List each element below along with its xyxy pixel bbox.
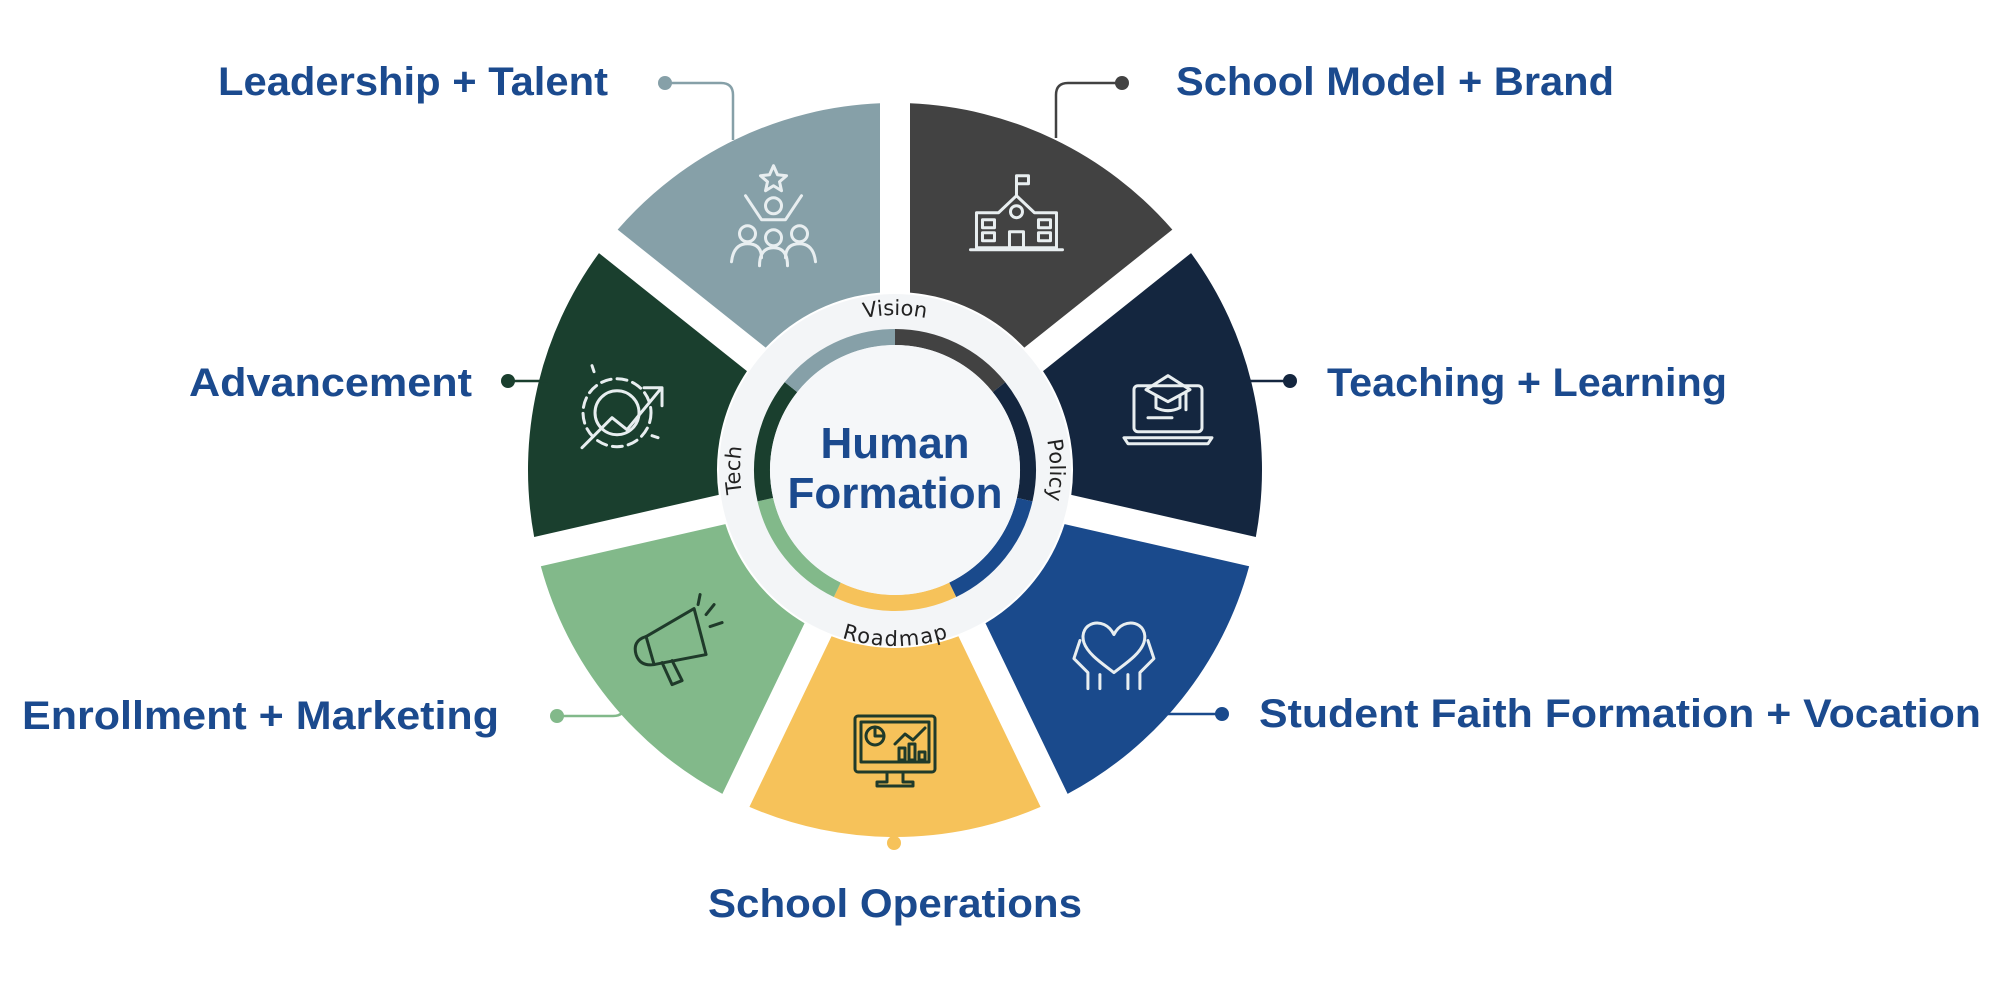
megaphone-icon <box>633 593 724 687</box>
connector-dot-student-faith-formation-vocation <box>1215 707 1229 721</box>
segment-enrollment-marketing <box>540 524 805 794</box>
ring-label-policy: Policy <box>1042 437 1069 503</box>
center-title-line1: Human <box>820 419 969 468</box>
label-advancement: Advancement <box>189 361 472 405</box>
color-ring <box>754 329 1036 611</box>
connector-line-student-faith-formation-vocation <box>1154 676 1222 716</box>
connector-dot-school-operations <box>887 836 901 850</box>
connector-line-enrollment-marketing <box>557 663 627 718</box>
ring-arc-teaching-learning <box>992 382 1036 502</box>
label-school-model-brand: School Model + Brand <box>1176 60 1614 104</box>
segment-advancement <box>528 253 747 537</box>
ring-label-tech: Tech <box>721 445 747 497</box>
ring-arc-school-model-brand <box>894 329 1006 393</box>
segment-teaching-learning <box>1043 253 1262 537</box>
connector-dot-enrollment-marketing <box>550 709 564 723</box>
connector-line-school-model-brand <box>1054 81 1122 138</box>
ring-arc-school-operations <box>833 582 957 611</box>
segments <box>528 103 1262 837</box>
segment-school-operations <box>749 636 1041 837</box>
connector-dot-leadership-talent <box>658 76 672 90</box>
hands-heart-icon <box>1072 621 1156 691</box>
team-star-icon <box>730 164 818 268</box>
connector-dot-teaching-learning <box>1283 374 1297 388</box>
connectors <box>501 76 1297 850</box>
ring-arc-enrollment-marketing <box>757 497 841 598</box>
connector-dot-advancement <box>501 374 515 388</box>
laptop-graduation-cap-icon <box>1122 374 1214 446</box>
label-leadership-talent: Leadership + Talent <box>218 60 608 104</box>
connector-line-leadership-talent <box>665 81 735 140</box>
ring-arc-student-faith-formation-vocation <box>949 497 1033 598</box>
ring-arc-advancement <box>754 382 798 502</box>
label-school-operations: School Operations <box>708 882 1082 926</box>
connector-dot-school-model-brand <box>1115 76 1129 90</box>
center-title-line2: Formation <box>787 469 1002 518</box>
ring-label-vision: Vision <box>861 296 929 323</box>
ring-arc-leadership-talent <box>784 329 896 393</box>
gear-growth-arrow-icon <box>580 364 664 450</box>
icons <box>580 164 1214 788</box>
segment-school-model-brand <box>910 103 1173 348</box>
monitor-dashboard-icon <box>853 714 937 788</box>
label-teaching-learning: Teaching + Learning <box>1327 361 1727 405</box>
label-student-faith-formation: Student Faith Formation + Vocation <box>1259 692 1981 736</box>
center-circle <box>770 345 1020 595</box>
label-enrollment-marketing: Enrollment + Marketing <box>22 694 499 738</box>
school-building-icon <box>968 174 1064 252</box>
segment-student-faith-formation-vocation <box>985 524 1250 794</box>
